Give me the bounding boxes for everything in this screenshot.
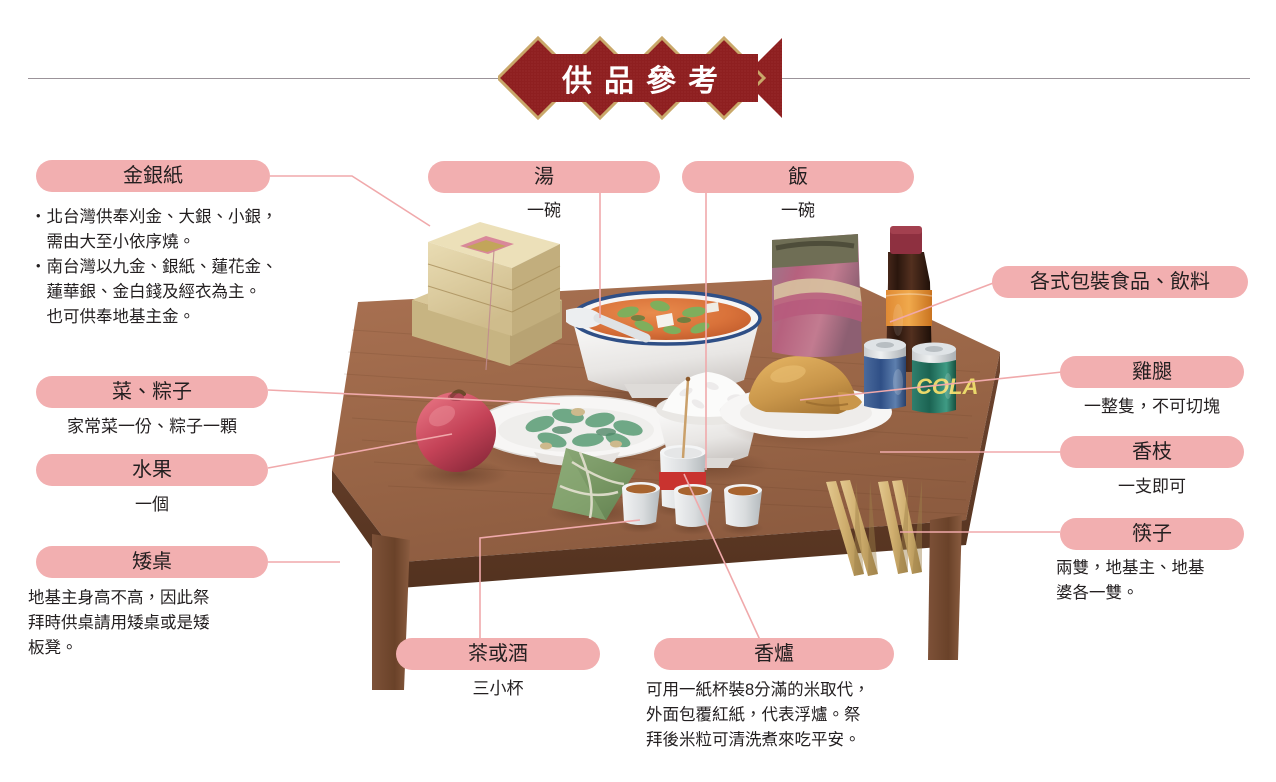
desc-line: 婆各一雙。 bbox=[1056, 584, 1139, 602]
desc-line: 蓮華銀、金白錢及經衣為主。 bbox=[30, 283, 262, 301]
desc-line: 拜時供桌請用矮桌或是矮 bbox=[28, 614, 210, 632]
callout-pill-censer[interactable]: 香爐 bbox=[654, 638, 894, 670]
callout-sub-chicken-leg: 一整隻，不可切塊 bbox=[1084, 397, 1220, 416]
callout-desc-censer: 可用一紙杯裝8分滿的米取代， 外面包覆紅紙，代表浮爐。祭 拜後米粒可清洗煮來吃平… bbox=[646, 678, 946, 753]
callout-pill-dishes-zongzi[interactable]: 菜、粽子 bbox=[36, 376, 268, 408]
callout-pill-rice[interactable]: 飯 bbox=[682, 161, 914, 193]
desc-line: 地基主身高不高，因此祭 bbox=[28, 589, 210, 607]
callout-pill-joss-paper[interactable]: 金銀紙 bbox=[36, 160, 270, 192]
callout-pill-fruit[interactable]: 水果 bbox=[36, 454, 268, 486]
callout-sub-dishes-zongzi: 家常菜一份、粽子一顆 bbox=[67, 417, 237, 436]
soup-bowl bbox=[566, 290, 762, 422]
callout-sub-incense: 一支即可 bbox=[1118, 477, 1186, 496]
zongzi bbox=[546, 448, 642, 525]
desc-line: ・北台灣供奉刈金、大銀、小銀， bbox=[30, 208, 278, 226]
table-leg-right bbox=[928, 515, 962, 660]
tea-cup-right bbox=[720, 484, 764, 535]
joss-paper-stack bbox=[412, 222, 562, 371]
callout-pill-soup[interactable]: 湯 bbox=[428, 161, 660, 193]
desc-line: 拜後米粒可清洗煮來吃平安。 bbox=[646, 731, 861, 749]
callout-desc-chopsticks: 兩雙，地基主、地基 婆各一雙。 bbox=[1056, 556, 1256, 606]
callout-pill-packaged-food[interactable]: 各式包裝食品、飲料 bbox=[992, 266, 1248, 298]
desc-line: 兩雙，地基主、地基 bbox=[1056, 559, 1205, 577]
header-rule-right bbox=[782, 78, 1250, 79]
callout-pill-low-table[interactable]: 矮桌 bbox=[36, 546, 268, 578]
chopsticks-pair-left bbox=[826, 480, 878, 576]
desc-line: 板凳。 bbox=[28, 639, 78, 657]
tea-cup-left bbox=[618, 482, 662, 533]
snack-pouch bbox=[772, 234, 862, 357]
callout-desc-joss-paper: ・北台灣供奉刈金、大銀、小銀， 需由大至小依序燒。 ・南台灣以九金、銀紙、蓮花金… bbox=[30, 205, 360, 330]
desc-line: 需由大至小依序燒。 bbox=[30, 233, 196, 251]
blue-can bbox=[864, 338, 906, 409]
greens-plate bbox=[473, 395, 679, 475]
desc-line: 也可供奉地基主金。 bbox=[30, 308, 196, 326]
callout-sub-tea: 三小杯 bbox=[472, 679, 524, 698]
callout-pill-chicken-leg[interactable]: 雞腿 bbox=[1060, 356, 1244, 388]
callout-pill-chopsticks[interactable]: 筷子 bbox=[1060, 518, 1244, 550]
callout-desc-low-table: 地基主身高不高，因此祭 拜時供桌請用矮桌或是矮 板凳。 bbox=[28, 586, 284, 661]
desc-line: 可用一紙杯裝8分滿的米取代， bbox=[646, 681, 870, 699]
callout-pill-tea[interactable]: 茶或酒 bbox=[396, 638, 600, 670]
chopsticks-pair-right bbox=[878, 480, 922, 574]
desc-line: 外面包覆紅紙，代表浮爐。祭 bbox=[646, 706, 861, 724]
desc-line: ・南台灣以九金、銀紙、蓮花金、 bbox=[30, 258, 278, 276]
header-rule-left bbox=[28, 78, 498, 79]
callout-sub-rice: 一碗 bbox=[781, 201, 815, 220]
callout-pill-incense[interactable]: 香枝 bbox=[1060, 436, 1244, 468]
tea-cup-middle bbox=[670, 484, 714, 535]
incense-stick bbox=[681, 379, 690, 459]
callout-sub-fruit: 一個 bbox=[135, 495, 169, 514]
callout-sub-soup: 一碗 bbox=[527, 201, 561, 220]
